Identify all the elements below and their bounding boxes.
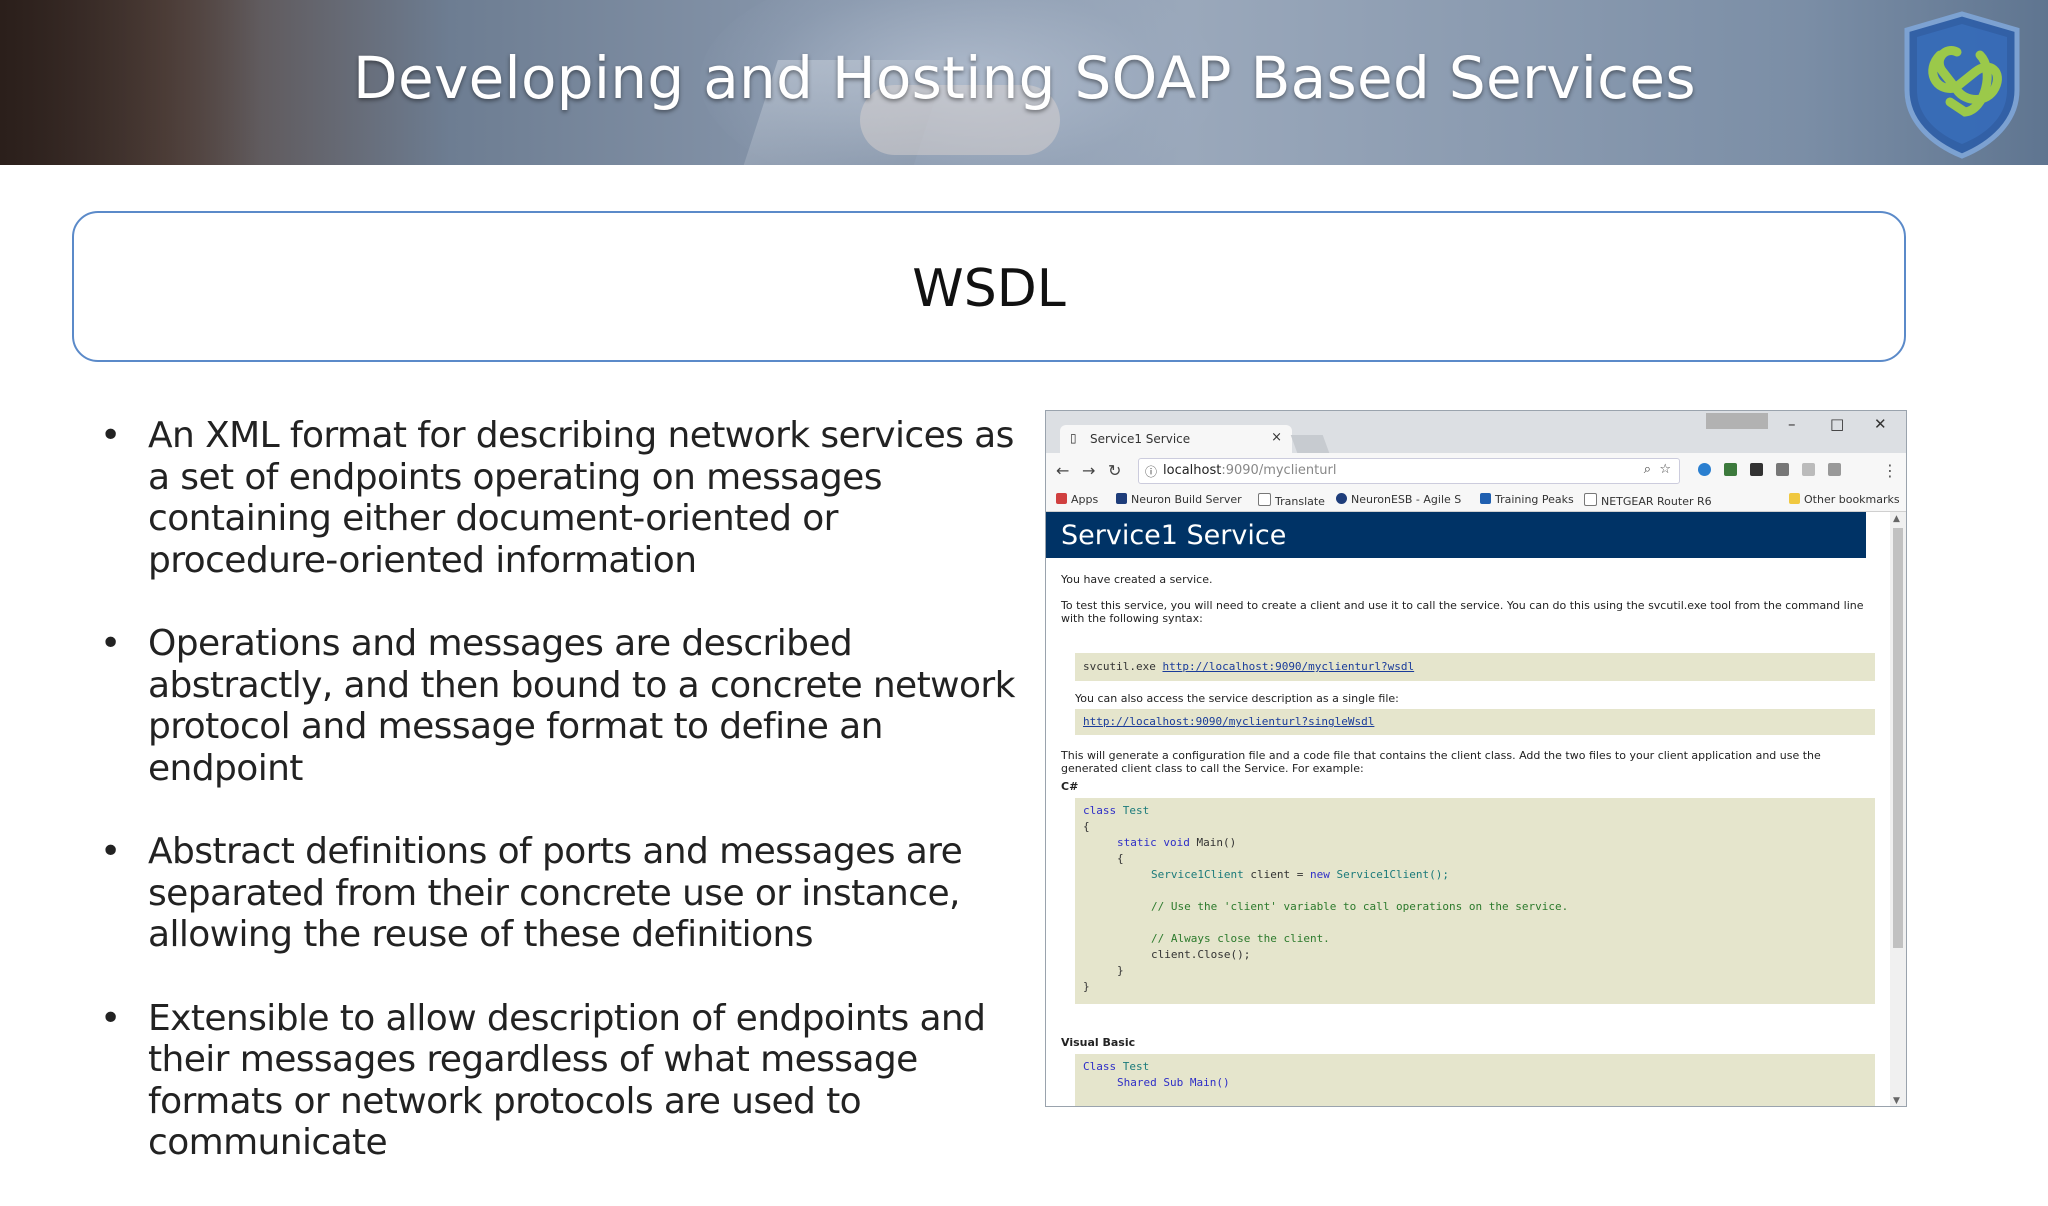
bookmark-favicon-icon (1336, 493, 1347, 504)
bullet-icon: • (100, 623, 121, 664)
csharp-code-box: class Test { static void Main() { Servic… (1075, 798, 1875, 1004)
bookmarks-bar: Apps Neuron Build Server Translate Neuro… (1046, 489, 1906, 512)
bullet-icon: • (100, 415, 121, 456)
vb-label: Visual Basic (1061, 1036, 1136, 1049)
info-icon[interactable]: ⓘ (1145, 465, 1158, 479)
generate-text: This will generate a configuration file … (1061, 749, 1821, 775)
scroll-up-icon[interactable]: ▲ (1893, 514, 1900, 524)
bookmark-item[interactable]: NETGEAR Router R6 (1584, 493, 1712, 508)
wsdl-link[interactable]: http://localhost:9090/myclienturl?wsdl (1162, 660, 1415, 673)
extension-icon[interactable] (1802, 463, 1815, 476)
bookmark-item[interactable]: Neuron Build Server (1116, 493, 1242, 506)
extension-icon[interactable] (1724, 463, 1737, 476)
scrollbar-thumb[interactable] (1893, 528, 1903, 948)
bullet-icon: • (100, 831, 121, 872)
new-tab-button[interactable] (1290, 435, 1330, 453)
bullet-item: •Extensible to allow description of endp… (100, 997, 986, 1164)
bookmark-item[interactable]: Training Peaks (1480, 493, 1574, 506)
menu-icon[interactable]: ⋮ (1882, 461, 1898, 480)
company-logo-icon (1904, 11, 2020, 159)
extension-icon[interactable] (1776, 463, 1789, 476)
address-bar-row: ← → ↻ ⓘ localhost:9090/myclienturl ⌕ ☆ ⋮ (1046, 453, 1906, 489)
test-instructions: To test this service, you will need to c… (1061, 599, 1864, 625)
url-path: :9090/myclienturl (1221, 463, 1337, 478)
extension-icon[interactable] (1828, 463, 1841, 476)
svcutil-code-box: svcutil.exe http://localhost:9090/myclie… (1075, 653, 1875, 681)
browser-tab[interactable]: ▯ Service1 Service × (1060, 425, 1292, 453)
banner-hands-image (860, 85, 1060, 155)
bookmark-item[interactable]: NeuronESB - Agile S (1336, 493, 1461, 506)
bullet-item: •Operations and messages are described a… (100, 623, 1015, 789)
browser-tab-bar: ▯ Service1 Service × – □ ✕ (1046, 411, 1906, 453)
bullet-icon: • (100, 997, 121, 1039)
bookmark-item[interactable]: Translate (1258, 493, 1325, 508)
scroll-down-icon[interactable]: ▼ (1893, 1096, 1900, 1106)
banner-shadow (0, 0, 260, 165)
tab-label: Service1 Service (1090, 432, 1191, 446)
bullet-item: •An XML format for describing network se… (100, 415, 1014, 581)
bookmark-favicon-icon (1480, 493, 1491, 504)
csharp-label: C# (1061, 780, 1079, 793)
close-tab-icon[interactable]: × (1271, 430, 1282, 445)
created-text: You have created a service. (1061, 573, 1213, 586)
bullet-item: •Abstract definitions of ports and messa… (100, 831, 963, 955)
vertical-scrollbar[interactable]: ▲ ▼ (1890, 512, 1906, 1106)
single-file-code-box: http://localhost:9090/myclienturl?single… (1075, 709, 1875, 735)
section-title: WSDL (912, 259, 1066, 319)
bookmark-favicon-icon (1116, 493, 1127, 504)
browser-screenshot: ▯ Service1 Service × – □ ✕ ← → ↻ ⓘ local… (1045, 410, 1907, 1107)
section-title-box: WSDL (72, 211, 1906, 362)
header-banner: Developing and Hosting SOAP Based Servic… (0, 0, 2048, 165)
address-bar[interactable]: ⓘ localhost:9090/myclienturl ⌕ ☆ (1138, 458, 1680, 484)
document-icon (1258, 493, 1271, 506)
apps-grid-icon (1056, 493, 1067, 504)
extension-icon[interactable] (1750, 463, 1763, 476)
vb-code-box: Class Test Shared Sub Main() (1075, 1054, 1875, 1106)
service-header: Service1 Service (1046, 512, 1866, 558)
single-wsdl-link[interactable]: http://localhost:9090/myclienturl?single… (1083, 715, 1375, 728)
maximize-icon[interactable]: □ (1830, 415, 1845, 433)
document-icon (1584, 493, 1597, 506)
bookmark-apps[interactable]: Apps (1056, 493, 1098, 506)
close-window-icon[interactable]: ✕ (1874, 415, 1887, 433)
bookmark-other[interactable]: Other bookmarks (1789, 493, 1900, 506)
extension-icon[interactable] (1698, 463, 1711, 476)
back-icon[interactable]: ← (1056, 461, 1070, 480)
slide-title: Developing and Hosting SOAP Based Servic… (353, 44, 1696, 112)
bookmark-star-icon[interactable]: ☆ (1659, 462, 1671, 477)
page-content: Service1 Service You have created a serv… (1046, 512, 1891, 1106)
folder-icon (1789, 493, 1800, 504)
document-icon: ▯ (1070, 431, 1077, 445)
profile-badge[interactable] (1706, 413, 1768, 429)
single-file-text: You can also access the service descript… (1075, 692, 1399, 705)
reload-icon[interactable]: ↻ (1108, 461, 1122, 480)
url-host: localhost (1163, 463, 1222, 478)
svcutil-command: svcutil.exe (1083, 660, 1156, 673)
bullet-list: •An XML format for describing network se… (96, 415, 1016, 1206)
zoom-icon[interactable]: ⌕ (1643, 462, 1651, 477)
minimize-icon[interactable]: – (1788, 415, 1796, 433)
forward-icon[interactable]: → (1082, 461, 1096, 480)
